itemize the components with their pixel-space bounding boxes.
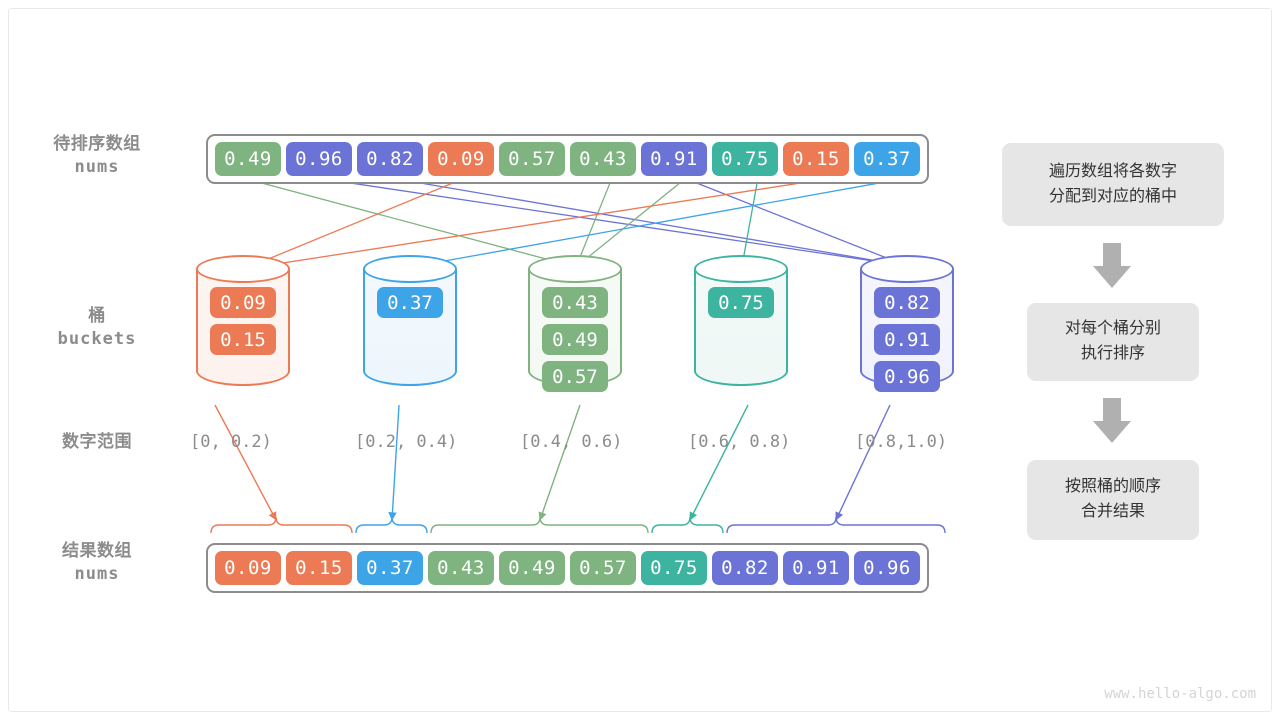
- label-input-array-var: nums: [74, 156, 120, 177]
- input-array-cell: 0.49: [215, 142, 281, 176]
- bucket-items: 0.75: [694, 287, 788, 318]
- input-array-cell: 0.57: [499, 142, 565, 176]
- bucket: 0.82 0.91 0.96: [860, 255, 954, 400]
- bucket-lid: [694, 255, 788, 283]
- result-array-cell: 0.57: [570, 551, 636, 585]
- label-buckets-var: buckets: [57, 328, 137, 349]
- step-sort-line2: 执行排序: [1080, 345, 1145, 362]
- bucket-range-label: [0.6, 0.8): [688, 432, 791, 452]
- input-array-cell: 0.37: [854, 142, 920, 176]
- input-array-cell: 0.91: [641, 142, 707, 176]
- input-array-cell: 0.15: [783, 142, 849, 176]
- input-array-cell: 0.09: [428, 142, 494, 176]
- result-array-cell: 0.43: [428, 551, 494, 585]
- step-box-sort-each: 对每个桶分别 执行排序: [1027, 303, 1199, 381]
- bucket-range-label: [0, 0.2): [190, 432, 272, 452]
- input-array-cell: 0.75: [712, 142, 778, 176]
- bucket-item: 0.49: [542, 324, 608, 355]
- step-sort-line1: 对每个桶分别: [1064, 320, 1161, 338]
- bucket-item: 0.91: [874, 324, 940, 355]
- bucket-item: 0.82: [874, 287, 940, 318]
- input-array-cell: 0.96: [286, 142, 352, 176]
- label-result-array-cn: 结果数组: [62, 541, 132, 560]
- step-box-distribute: 遍历数组将各数字 分配到对应的桶中: [1002, 143, 1224, 226]
- result-array-cell: 0.09: [215, 551, 281, 585]
- bucket-items: 0.37: [363, 287, 457, 318]
- bucket-items: 0.43 0.49 0.57: [528, 287, 622, 392]
- step-distribute-line1: 遍历数组将各数字: [1048, 162, 1177, 180]
- bucket-lid: [363, 255, 457, 283]
- label-result-array: 结果数组 nums: [12, 540, 182, 586]
- page-frame: [8, 8, 1272, 712]
- bucket: 0.75: [694, 255, 788, 400]
- result-array-cell: 0.82: [712, 551, 778, 585]
- label-input-array-cn: 待排序数组: [53, 134, 141, 153]
- bucket: 0.43 0.49 0.57: [528, 255, 622, 400]
- result-array-cell: 0.15: [286, 551, 352, 585]
- bucket: 0.37: [363, 255, 457, 400]
- bucket-item: 0.43: [542, 287, 608, 318]
- label-input-array: 待排序数组 nums: [12, 133, 182, 179]
- bucket-item: 0.57: [542, 361, 608, 392]
- result-array-cell: 0.91: [783, 551, 849, 585]
- bucket-items: 0.09 0.15: [196, 287, 290, 355]
- label-buckets: 桶 buckets: [12, 305, 182, 351]
- bucket-lid: [528, 255, 622, 283]
- result-array-cell: 0.37: [357, 551, 423, 585]
- bucket-item: 0.09: [210, 287, 276, 318]
- input-array-cell: 0.43: [570, 142, 636, 176]
- bucket-item: 0.15: [210, 324, 276, 355]
- bucket-range-label: [0.4, 0.6): [520, 432, 623, 452]
- step-distribute-line2: 分配到对应的桶中: [1048, 187, 1177, 205]
- result-array-cell: 0.96: [854, 551, 920, 585]
- label-result-array-var: nums: [74, 563, 120, 584]
- step-box-merge: 按照桶的顺序 合并结果: [1027, 460, 1199, 540]
- input-array-cell: 0.82: [357, 142, 423, 176]
- bucket-item: 0.37: [377, 287, 443, 318]
- step-merge-line2: 合并结果: [1080, 503, 1145, 520]
- label-number-ranges: 数字范围: [12, 431, 182, 454]
- watermark: www.hello-algo.com: [1104, 686, 1256, 702]
- result-array-cell: 0.75: [641, 551, 707, 585]
- label-buckets-cn: 桶: [88, 306, 106, 325]
- bucket-items: 0.82 0.91 0.96: [860, 287, 954, 392]
- bucket-item: 0.75: [708, 287, 774, 318]
- bucket-range-label: [0.2, 0.4): [355, 432, 458, 452]
- result-array-cell: 0.49: [499, 551, 565, 585]
- bucket: 0.09 0.15: [196, 255, 290, 400]
- bucket-range-label: [0.8,1.0): [855, 432, 948, 452]
- bucket-item: 0.96: [874, 361, 940, 392]
- step-merge-line1: 按照桶的顺序: [1064, 478, 1161, 496]
- bucket-lid: [196, 255, 290, 283]
- bucket-lid: [860, 255, 954, 283]
- label-number-ranges-cn: 数字范围: [62, 432, 132, 451]
